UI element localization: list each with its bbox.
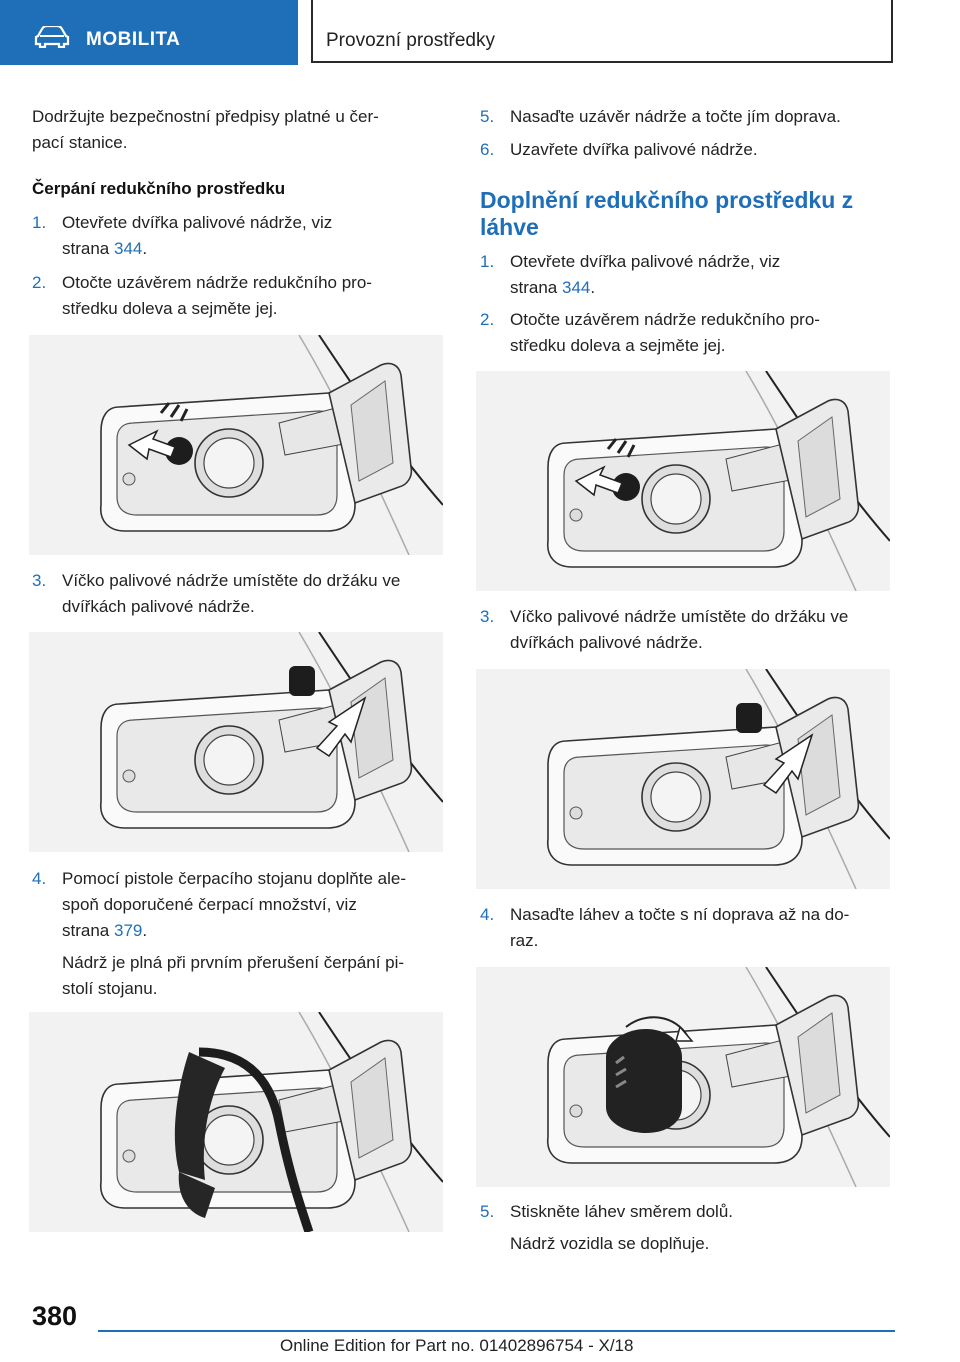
subheading: Čerpání redukčního prostředku xyxy=(32,179,286,198)
footer-rule xyxy=(98,1330,895,1332)
illustration-remove-cap xyxy=(476,371,890,591)
step-number: 2. xyxy=(480,310,495,329)
section-label: Provozní prostředky xyxy=(326,30,495,51)
car-icon xyxy=(34,26,70,48)
step-number: 3. xyxy=(32,571,47,590)
step-text: Stiskněte láhev směrem dolů. xyxy=(510,1202,733,1221)
page-number: 380 xyxy=(32,1301,78,1331)
page-link[interactable]: 344 xyxy=(113,239,143,258)
edition-text: Online Edition for Part no. 01402896754 … xyxy=(280,1336,634,1355)
step-number: 5. xyxy=(480,1202,495,1221)
illustration-cap-holder xyxy=(29,632,443,852)
step-text: . xyxy=(142,921,148,940)
intro-text: Dodržujte bezpečnostní předpisy platné u… xyxy=(32,104,379,156)
step-number: 6. xyxy=(480,140,495,159)
section-tab[interactable]: Provozní prostředky xyxy=(311,0,893,63)
step-text: Pomocí pistole čerpacího stojanu doplňte… xyxy=(62,869,406,888)
illustration-bottle xyxy=(476,967,890,1187)
chapter-label: MOBILITA xyxy=(86,29,181,50)
step-number: 4. xyxy=(32,869,47,888)
step-number: 1. xyxy=(480,252,495,271)
step-text: Víčko palivové nádrže umístěte do držáku… xyxy=(62,571,401,590)
step-number: 5. xyxy=(480,107,495,126)
step-number: 2. xyxy=(32,273,47,292)
step-text: středku doleva a sejměte jej. xyxy=(62,299,278,318)
step-text: spoň doporučené čerpací množství, viz xyxy=(62,895,357,914)
step-text: Otevřete dvířka palivové nádrže, viz xyxy=(62,213,333,232)
step-number: 3. xyxy=(480,607,495,626)
heading-line: láhve xyxy=(480,214,539,240)
illustration-cap-holder xyxy=(476,669,890,889)
heading-line: Doplnění redukčního prostředku z xyxy=(480,187,854,213)
step-text: strana xyxy=(510,278,562,297)
step-text: Otevřete dvířka palivové nádrže, viz xyxy=(510,252,781,271)
step-text: středku doleva a sejměte jej. xyxy=(510,336,726,355)
step-text: strana xyxy=(62,921,114,940)
step-number: 1. xyxy=(32,213,47,232)
step-text: Otočte uzávěrem nádrže redukčního pro- xyxy=(510,310,820,329)
step-number: 4. xyxy=(480,905,495,924)
step-text: Uzavřete dvířka palivové nádrže. xyxy=(510,140,758,159)
step-text: raz. xyxy=(510,931,539,950)
page-link[interactable]: 344 xyxy=(561,278,591,297)
step-note: stolí stojanu. xyxy=(62,979,158,998)
step-text: Otočte uzávěrem nádrže redukčního pro- xyxy=(62,273,372,292)
step-text: . xyxy=(590,278,596,297)
illustration-fuel-nozzle xyxy=(29,1012,443,1232)
step-text: Víčko palivové nádrže umístěte do držáku… xyxy=(510,607,849,626)
step-text: Nasaďte láhev a točte s ní doprava až na… xyxy=(510,905,850,924)
intro-line: pací stanice. xyxy=(32,133,128,152)
chapter-tab[interactable]: MOBILITA xyxy=(0,0,298,65)
step-note: Nádrž vozidla se doplňuje. xyxy=(510,1234,710,1253)
step-note: Nádrž je plná při prvním přerušení čerpá… xyxy=(62,953,405,972)
intro-line: Dodržujte bezpečnostní předpisy platné u… xyxy=(32,107,379,126)
illustration-remove-cap xyxy=(29,335,443,555)
step-text: dvířkách palivové nádrže. xyxy=(62,597,255,616)
page-link[interactable]: 379 xyxy=(113,921,143,940)
step-text: Nasaďte uzávěr nádrže a točte jím doprav… xyxy=(510,107,841,126)
section-heading: Doplnění redukčního prostředku z láhve xyxy=(480,187,853,241)
step-text: strana xyxy=(62,239,114,258)
step-text: dvířkách palivové nádrže. xyxy=(510,633,703,652)
step-text: . xyxy=(142,239,148,258)
